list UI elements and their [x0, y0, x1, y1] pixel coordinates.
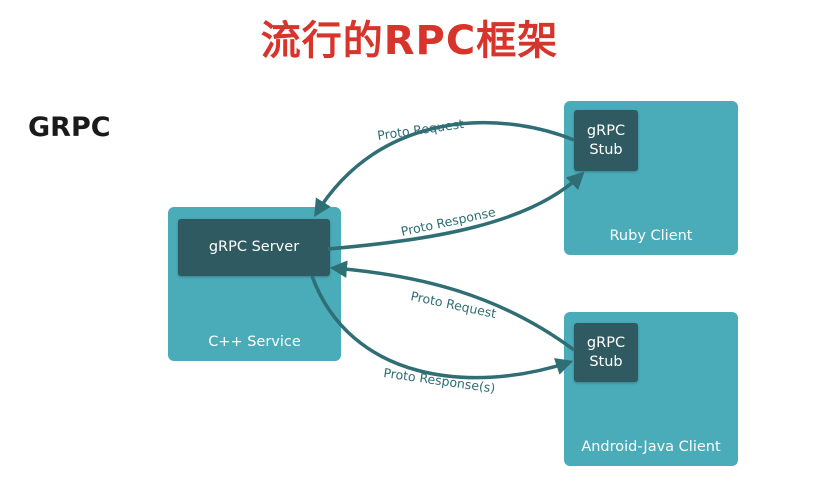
grpc-server-label: gRPC Server — [208, 239, 300, 256]
android-client-label: Android-Java Client — [581, 439, 721, 455]
ruby-request-arrow — [314, 120, 575, 217]
cpp-service-box: gRPC Server C++ Service — [168, 207, 341, 361]
ruby-response-arrow — [327, 171, 585, 251]
android-request-label: Proto Request — [409, 288, 497, 321]
page-title: 流行的RPC框架 — [260, 18, 559, 64]
android-client-box: gRPC Stub Android-Java Client — [564, 312, 738, 466]
android-stub-line2: Stub — [589, 353, 623, 370]
ruby-client-box: gRPC Stub Ruby Client — [564, 101, 738, 255]
ruby-stub-line1: gRPC — [586, 123, 626, 140]
android-response-label: Proto Response(s) — [383, 365, 497, 396]
cpp-service-label: C++ Service — [208, 334, 301, 350]
android-request-arrow — [329, 260, 576, 352]
android-stub-line1: gRPC — [586, 335, 626, 352]
side-label: GRPC — [28, 112, 111, 143]
ruby-grpc-stub: gRPC Stub — [574, 110, 638, 171]
ruby-request-label: Proto Request — [376, 116, 464, 143]
ruby-stub-line2: Stub — [589, 141, 623, 158]
android-response-arrow — [310, 275, 574, 380]
ruby-client-label: Ruby Client — [609, 228, 693, 244]
grpc-server: gRPC Server — [178, 219, 330, 276]
android-grpc-stub: gRPC Stub — [574, 323, 638, 382]
